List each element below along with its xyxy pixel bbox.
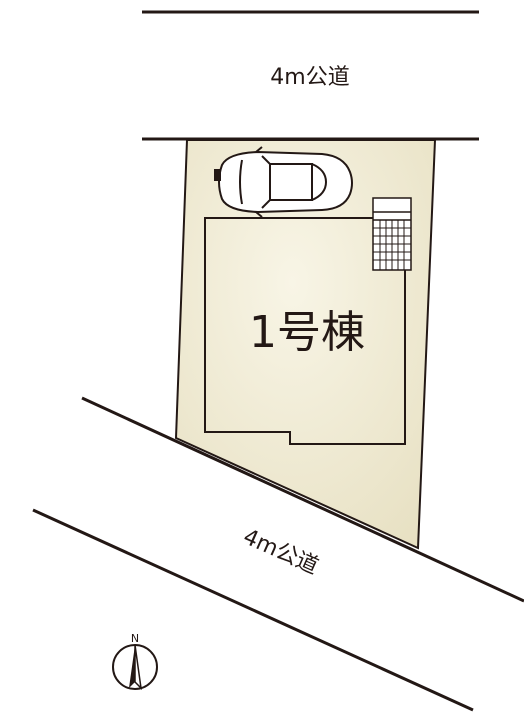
south-road-top-line	[81, 396, 524, 603]
outdoor-unit-icon	[372, 197, 412, 271]
car-icon	[214, 146, 353, 218]
north-arrow-icon	[112, 644, 158, 691]
south-road-label: 4m公道	[239, 524, 322, 579]
lot-parcel	[174, 139, 437, 550]
building-label: 1号棟	[249, 307, 365, 358]
north-road-label: 4m公道	[270, 65, 349, 90]
compass-label: N	[131, 632, 139, 645]
south-road-bottom-line	[32, 508, 474, 712]
